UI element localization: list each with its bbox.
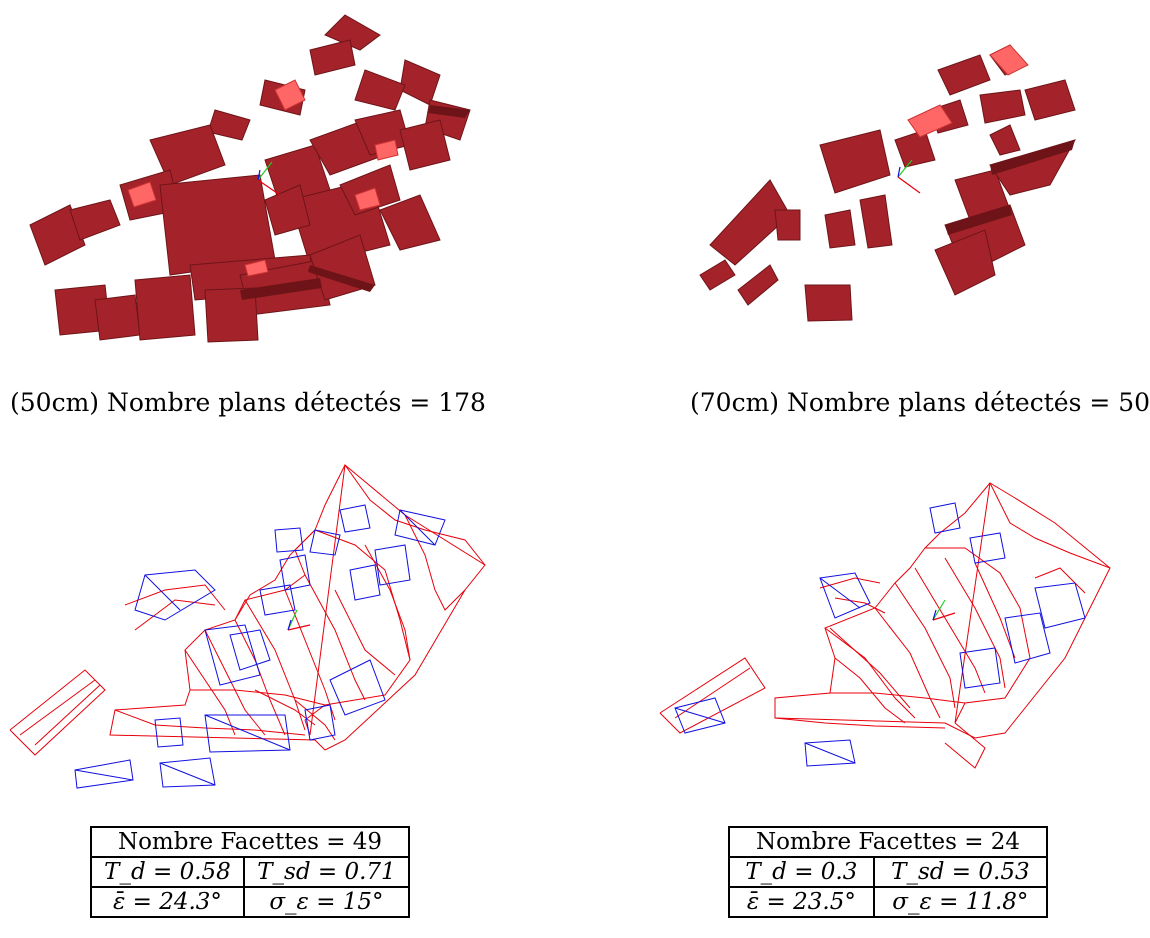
td-value-50cm: T_d = 0.58 [90,856,245,888]
eps-mean-70cm: ε̄ = 23.5° [728,886,875,918]
facets-wireframe-70cm [659,482,1111,769]
facets-wireframe-50cm [9,464,486,789]
planes-render-70cm [699,44,1077,322]
eps-mean-50cm: ε̄ = 24.3° [90,886,245,918]
planes-render-50cm [29,14,471,343]
eps-sigma-70cm: σ_ε = 11.8° [872,886,1049,918]
eps-sigma-50cm: σ_ε = 15° [242,886,411,918]
caption-50cm: (50cm) Nombre plans détectés = 178 [10,388,486,417]
td-value-70cm: T_d = 0.3 [728,856,875,888]
tsd-value-70cm: T_sd = 0.53 [872,856,1049,888]
facet-count-70cm: Nombre Facettes = 24 [728,826,1048,858]
stats-table-70cm: Nombre Facettes = 24 T_d = 0.3 T_sd = 0.… [728,826,1049,918]
facet-count-50cm: Nombre Facettes = 49 [90,826,410,858]
tsd-value-50cm: T_sd = 0.71 [242,856,411,888]
caption-70cm: (70cm) Nombre plans détectés = 50 [690,388,1150,417]
stats-table-50cm: Nombre Facettes = 49 T_d = 0.58 T_sd = 0… [90,826,411,918]
